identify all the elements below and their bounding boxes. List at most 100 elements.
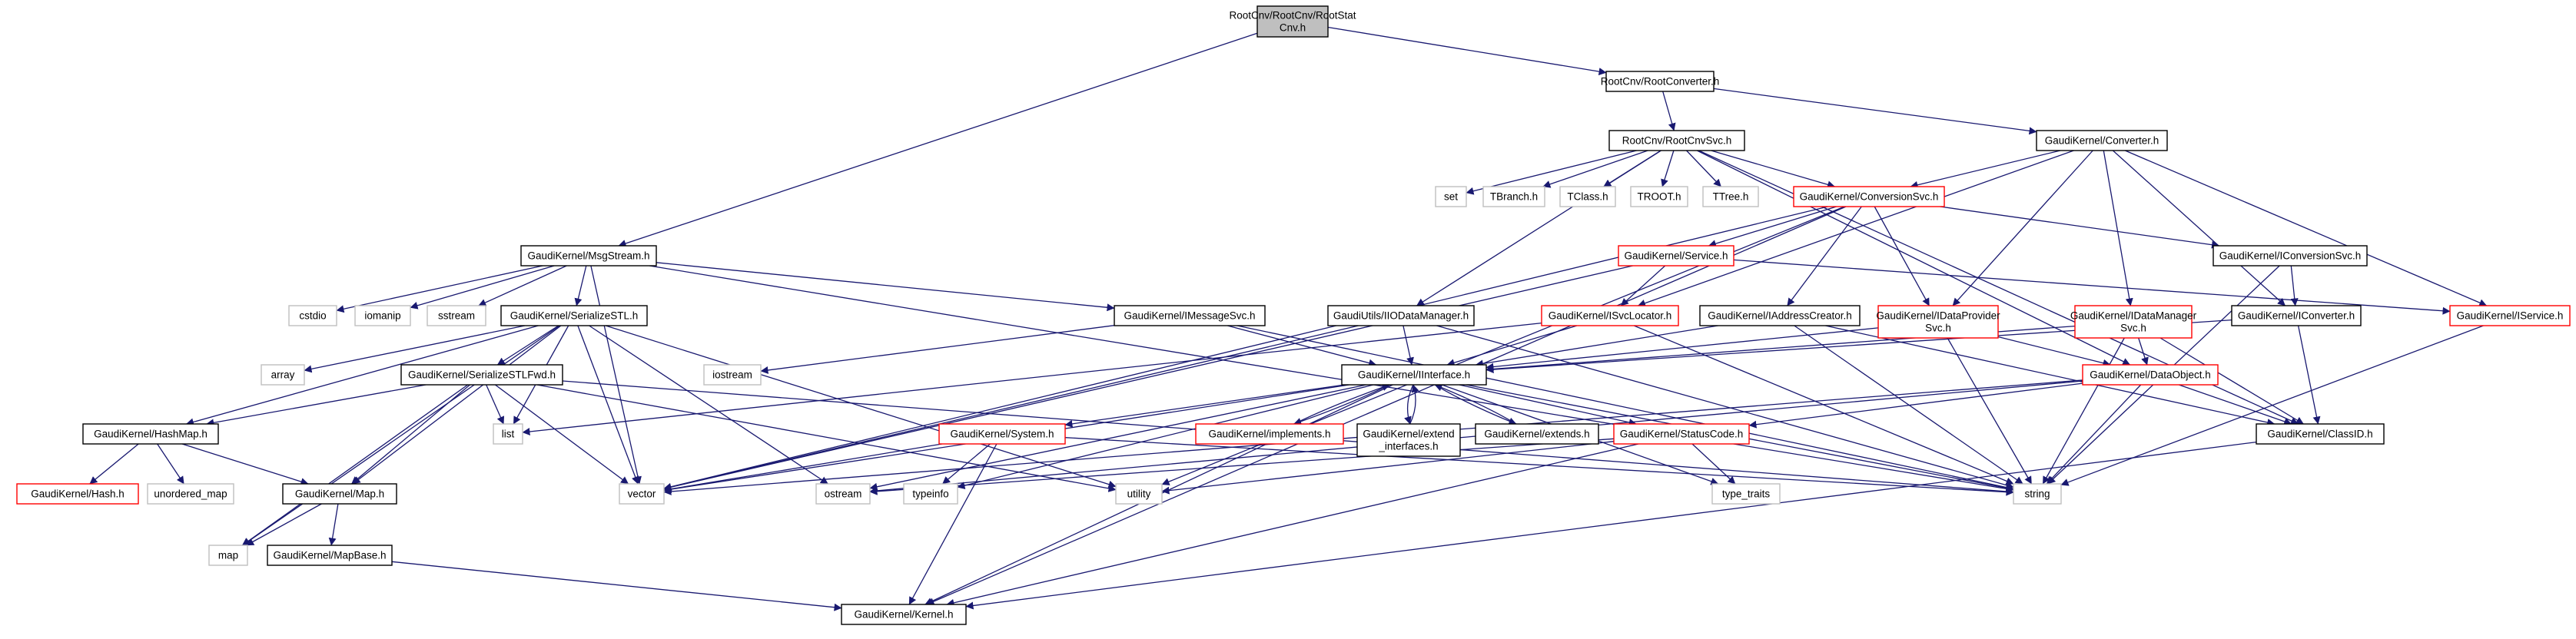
node-serializestlfwd[interactable]: GaudiKernel/SerializeSTLFwd.h [400,364,563,386]
node-classid[interactable]: GaudiKernel/ClassID.h [2256,423,2385,445]
node-label: GaudiKernel/IAddressCreator.h [1708,310,1852,322]
node-label: GaudiUtils/IIODataManager.h [1333,310,1469,322]
node-iaddresscreator[interactable]: GaudiKernel/IAddressCreator.h [1699,305,1861,326]
edge-iinterface-to-ostream [869,384,1366,491]
node-string: string [2013,483,2062,505]
node-label: GaudiKernel/IConverter.h [2238,310,2355,322]
node-label: _interfaces.h [1378,441,1438,452]
node-box [938,423,1066,445]
edge-iinterface-to-system [1064,384,1345,428]
edge-serializestl-to-map [242,325,560,546]
node-box [1618,245,1734,267]
node-label: TBranch.h [1490,191,1538,203]
node-iconverter[interactable]: GaudiKernel/IConverter.h [2231,305,2362,326]
node-label: TClass.h [1567,191,1608,203]
node-box [1711,483,1781,505]
edge-serializestlfwd-to-vector [495,384,629,485]
node-box [261,364,305,386]
node-label: vector [628,488,656,500]
node-msgstream[interactable]: GaudiKernel/MsgStream.h [520,245,657,267]
node-mapbase[interactable]: GaudiKernel/MapBase.h [267,545,393,566]
node-box [1115,483,1163,505]
edge-serializestl-to-utility [606,325,1117,488]
node-box [493,423,523,445]
node-label: utility [1127,488,1151,500]
node-iiodatamanager[interactable]: GaudiUtils/IIODataManager.h [1327,305,1475,326]
node-box [16,483,139,505]
node-statuscode[interactable]: GaudiKernel/StatusCode.h [1613,423,1750,445]
node-label: list [502,429,515,440]
edge-serializestlfwd-to-mapfile [351,384,470,485]
node-service[interactable]: GaudiKernel/Service.h [1618,245,1734,267]
edge-statuscode-to-ostream [869,438,1615,495]
edge-mapbase-to-kernel [391,561,842,611]
node-serializestl[interactable]: GaudiKernel/SerializeSTL.h [500,305,648,326]
node-label: GaudiKernel/IDataManager [2070,310,2197,322]
edge-service-to-isvclocator [1620,265,1666,306]
node-mapfile[interactable]: GaudiKernel/Map.h [282,483,397,505]
node-box [1475,423,1599,445]
node-iservice[interactable]: GaudiKernel/IService.h [2449,305,2571,326]
node-label: TROOT.h [1637,191,1681,203]
node-box [815,483,871,505]
node-converter[interactable]: GaudiKernel/Converter.h [2036,130,2168,151]
edge-isvclocator-to-iinterface [1446,325,1578,367]
node-sstream: sstream [427,305,486,326]
node-label: GaudiKernel/MapBase.h [273,550,386,561]
node-box [1114,305,1266,326]
edge-iaddresscreator-to-iinterface [1475,325,1718,368]
edge-conversionsvc-to-idataprovidersvc [1874,206,1930,306]
node-ttree: TTree.h [1702,186,1759,207]
edge-hashmap-to-mapfile [181,443,309,485]
node-iostream: iostream [703,364,762,386]
edge-system-to-typeinfo [942,443,991,485]
node-extends[interactable]: GaudiKernel/extends.h [1475,423,1599,445]
node-hash[interactable]: GaudiKernel/Hash.h [16,483,139,505]
node-rootcnvsvc[interactable]: RootCnv/RootCnvSvc.h [1608,130,1745,151]
edge-serializestlfwd-to-hashmap [206,384,427,427]
node-implements[interactable]: GaudiKernel/implements.h [1195,423,1344,445]
node-extend_interfaces[interactable]: GaudiKernel/extend_interfaces.h [1356,423,1461,457]
edge-extend_interfaces-to-iinterface [1409,384,1419,425]
node-box [2213,245,2368,267]
node-rootconverter[interactable]: RootCnv/RootConverter.h [1601,71,1720,92]
edge-iinterface-to-extends [1434,384,1517,425]
node-hashmap[interactable]: GaudiKernel/HashMap.h [82,423,219,445]
node-ostream: ostream [815,483,871,505]
node-box [1256,5,1329,38]
node-imessagesvc[interactable]: GaudiKernel/IMessageSvc.h [1114,305,1266,326]
node-label: GaudiKernel/Map.h [295,488,384,500]
node-box [2013,483,2062,505]
node-box [354,305,411,326]
node-box [400,364,563,386]
node-system[interactable]: GaudiKernel/System.h [938,423,1066,445]
edge-service-to-vector [663,265,1633,492]
edge-rootconverter-to-rootcnvsvc [1662,91,1676,131]
nodes-layer: RootCnv/RootCnv/RootStatCnv.hRootCnv/Roo… [16,5,2571,625]
edge-root-to-rootconverter [1327,26,1607,76]
node-tclass: TClass.h [1559,186,1616,207]
edge-conversionsvc-to-iconversionsvc [1940,206,2219,249]
edge-msgstream-to-iomanip [410,265,555,310]
edge-idataprovidersvc-to-dataobject [1997,336,2111,367]
edge-converter-to-iservice [2125,150,2488,306]
node-dataobject[interactable]: GaudiKernel/DataObject.h [2082,364,2219,386]
node-tbranch: TBranch.h [1482,186,1545,207]
edge-mapfile-to-mapbase [328,503,339,546]
node-label: GaudiKernel/extend [1363,429,1454,440]
node-iinterface[interactable]: GaudiKernel/IInterface.h [1341,364,1487,386]
node-conversionsvc[interactable]: GaudiKernel/ConversionSvc.h [1793,186,1945,207]
node-isvclocator[interactable]: GaudiKernel/ISvcLocator.h [1541,305,1679,326]
node-iconversionsvc[interactable]: GaudiKernel/IConversionSvc.h [2213,245,2368,267]
node-label: array [271,369,295,381]
edge-system-to-string [1064,437,2014,496]
node-box [703,364,762,386]
node-box [1608,130,1745,151]
node-label: GaudiKernel/ISvcLocator.h [1549,310,1672,322]
edge-imessagesvc-to-string [1237,325,2014,492]
node-kernel[interactable]: GaudiKernel/Kernel.h [841,604,967,625]
node-vector: vector [619,483,665,505]
